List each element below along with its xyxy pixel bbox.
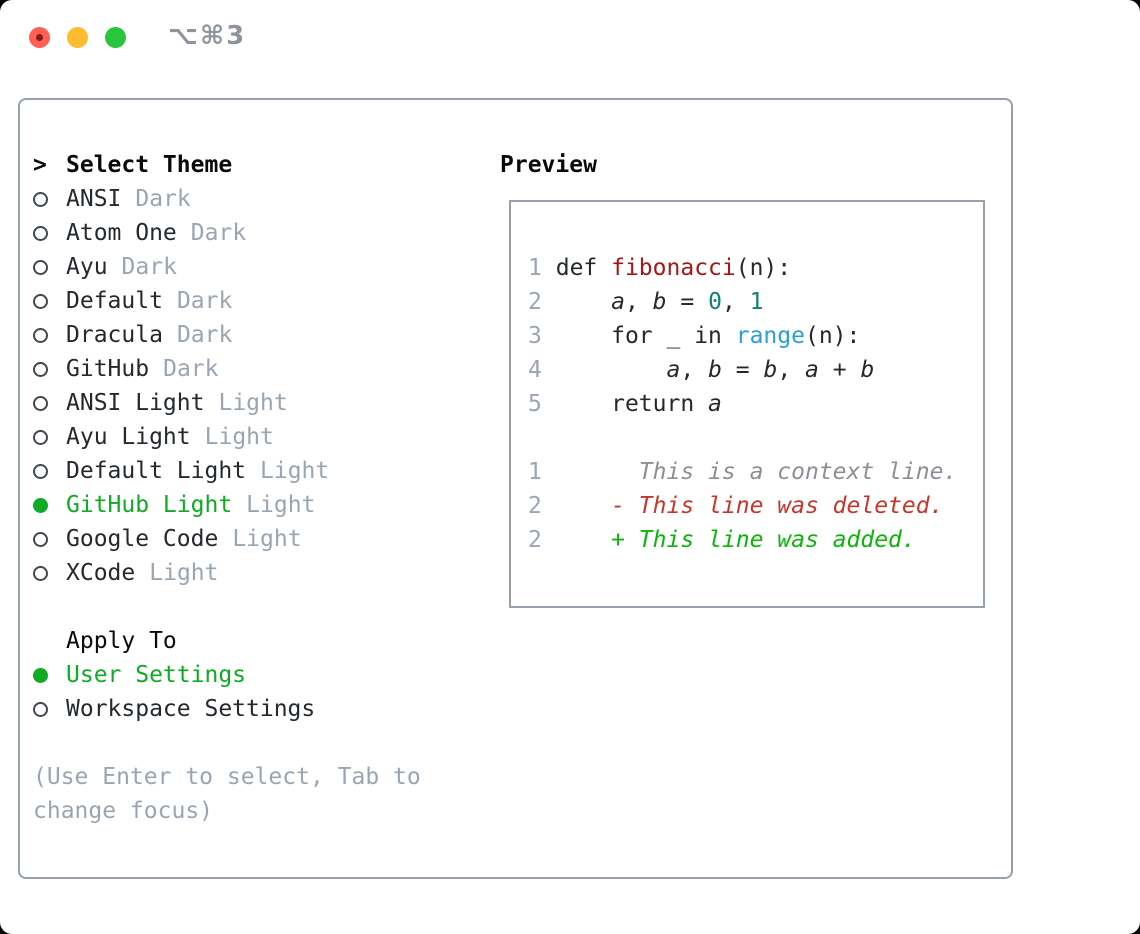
hint-text-line-2: change focus) bbox=[33, 798, 214, 824]
radio-unselected-icon bbox=[33, 531, 48, 547]
theme-variant-label: Dark bbox=[121, 254, 177, 280]
apply-to-title: Apply To bbox=[66, 628, 177, 654]
radio-unselected-icon bbox=[33, 191, 48, 207]
code-line: 1 def fibonacci(n): bbox=[528, 255, 792, 281]
line-number: 3 bbox=[528, 323, 542, 349]
radio-unselected-icon bbox=[33, 259, 48, 275]
radio-unselected-icon bbox=[33, 293, 48, 309]
focus-caret-icon: > bbox=[33, 152, 47, 178]
minimize-button[interactable] bbox=[67, 27, 88, 48]
radio-unselected-icon bbox=[33, 565, 48, 581]
apply-to-header: Apply To bbox=[33, 624, 421, 658]
theme-variant-label: Light bbox=[232, 526, 302, 552]
apply-option-workspace-settings[interactable]: Workspace Settings bbox=[33, 692, 421, 726]
theme-variant-label: Light bbox=[218, 390, 288, 416]
theme-option-default-light[interactable]: Default Light Light bbox=[33, 454, 421, 488]
radio-unselected-icon bbox=[33, 395, 48, 411]
theme-option-default[interactable]: Default Dark bbox=[33, 284, 421, 318]
radio-unselected-icon bbox=[33, 225, 48, 241]
preview-pane: 1 def fibonacci(n): 2 a, b = 0, 1 3 for _ … bbox=[509, 200, 985, 608]
radio-unselected-icon bbox=[33, 361, 48, 377]
theme-option-dracula[interactable]: Dracula Dark bbox=[33, 318, 421, 352]
theme-option-ansi-light[interactable]: ANSI Light Light bbox=[33, 386, 421, 420]
theme-variant-label: Dark bbox=[163, 356, 219, 382]
radio-unselected-icon bbox=[33, 327, 48, 343]
theme-option-atom-one[interactable]: Atom One Dark bbox=[33, 216, 421, 250]
theme-variant-label: Light bbox=[149, 560, 219, 586]
radio-unselected-icon bbox=[33, 429, 48, 445]
theme-option-xcode[interactable]: XCode Light bbox=[33, 556, 421, 590]
theme-variant-label: Light bbox=[246, 492, 316, 518]
theme-option-ayu-light[interactable]: Ayu Light Light bbox=[33, 420, 421, 454]
theme-variant-label: Dark bbox=[135, 186, 191, 212]
theme-variant-label: Dark bbox=[176, 288, 233, 314]
radio-selected-icon bbox=[33, 497, 48, 513]
radio-selected-icon bbox=[33, 667, 48, 683]
hint-text-line-1: (Use Enter to select, Tab to bbox=[33, 764, 421, 790]
code-line: 5 return a bbox=[528, 391, 722, 417]
code-line bbox=[528, 421, 983, 455]
theme-option-ayu[interactable]: Ayu Dark bbox=[33, 250, 421, 284]
radio-unselected-icon bbox=[33, 701, 48, 717]
theme-option-github[interactable]: GitHub Dark bbox=[33, 352, 421, 386]
theme-variant-label: Dark bbox=[190, 220, 247, 246]
code-block: 1 def fibonacci(n): 2 a, b = 0, 1 3 for _ … bbox=[511, 202, 983, 557]
option-label: XCode bbox=[66, 560, 136, 586]
apply-option-user-settings[interactable]: User Settings bbox=[33, 658, 421, 692]
window-title: ⌥⌘3 bbox=[168, 21, 247, 51]
option-label: Dracula bbox=[66, 322, 163, 348]
option-label: ANSI bbox=[66, 186, 122, 212]
select-theme-title: Select Theme bbox=[66, 152, 233, 178]
line-number: 2 bbox=[528, 289, 542, 315]
preview-title: Preview bbox=[500, 152, 597, 178]
line-number: 1 bbox=[528, 255, 542, 281]
option-label: GitHub bbox=[66, 356, 150, 382]
option-label: Default bbox=[66, 288, 163, 314]
theme-option-ansi[interactable]: ANSI Dark bbox=[33, 182, 421, 216]
option-label: Atom One bbox=[66, 220, 177, 246]
option-label: Google Code bbox=[66, 526, 219, 552]
code-line: 2 + This line was added. bbox=[528, 527, 916, 553]
line-number: 2 bbox=[528, 493, 542, 519]
line-number: 1 bbox=[528, 459, 542, 485]
theme-variant-label: Light bbox=[204, 424, 274, 450]
code-line: 4 a, b = b, a + b bbox=[528, 357, 875, 383]
option-label: Ayu bbox=[66, 254, 108, 280]
radio-unselected-icon bbox=[33, 463, 48, 479]
line-number: 4 bbox=[528, 357, 542, 383]
theme-option-github-light[interactable]: GitHub Light Light bbox=[33, 488, 421, 522]
titlebar: ⌥⌘3 bbox=[0, 0, 1140, 74]
code-line: 1 This is a context line. bbox=[528, 459, 958, 485]
theme-option-google-code[interactable]: Google Code Light bbox=[33, 522, 421, 556]
close-button[interactable] bbox=[29, 27, 50, 48]
code-line: 3 for _ in range(n): bbox=[528, 323, 861, 349]
option-label: ANSI Light bbox=[66, 390, 205, 416]
theme-variant-label: Light bbox=[260, 458, 330, 484]
theme-variant-label: Dark bbox=[176, 322, 233, 348]
option-label: Workspace Settings bbox=[66, 696, 316, 722]
select-theme-header: > Select Theme bbox=[33, 148, 421, 182]
line-number: 2 bbox=[528, 527, 542, 553]
option-label: User Settings bbox=[66, 662, 247, 688]
option-label: Default Light bbox=[66, 458, 247, 484]
line-number: 5 bbox=[528, 391, 542, 417]
option-label: GitHub Light bbox=[66, 492, 233, 518]
code-line: 2 a, b = 0, 1 bbox=[528, 289, 764, 315]
traffic-lights bbox=[29, 27, 126, 48]
option-label: Ayu Light bbox=[66, 424, 191, 450]
code-line: 2 - This line was deleted. bbox=[528, 493, 944, 519]
zoom-button[interactable] bbox=[105, 27, 126, 48]
